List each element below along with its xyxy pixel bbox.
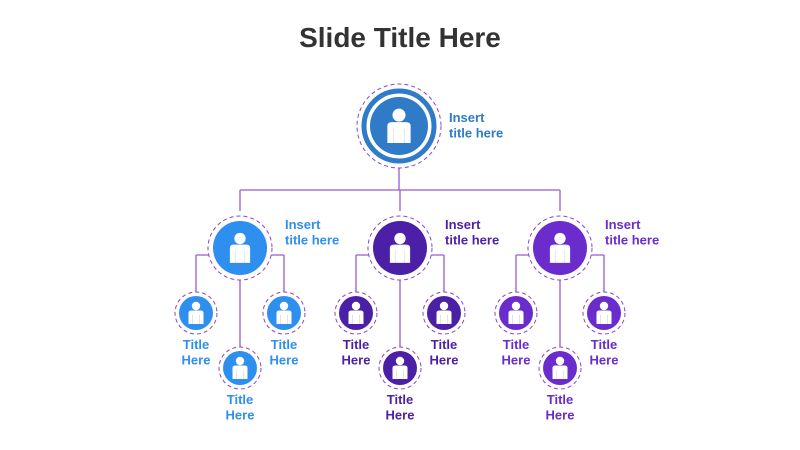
person-head — [395, 356, 405, 366]
person-body — [229, 244, 251, 263]
label-line-1: Title — [387, 392, 414, 407]
person-head — [555, 356, 565, 366]
label-line-2: Here — [342, 353, 371, 368]
person-body — [552, 365, 568, 379]
label-line-2: Here — [226, 408, 255, 423]
person-icon — [549, 232, 571, 263]
label-line-2: Here — [270, 353, 299, 368]
person-head — [554, 232, 566, 245]
label-line-1: Title — [547, 392, 574, 407]
person-icon — [389, 232, 411, 263]
person-head — [392, 108, 406, 122]
label-line-1: Insert — [445, 217, 481, 232]
person-icon — [387, 108, 411, 144]
person-head — [351, 301, 361, 311]
person-icon — [232, 356, 248, 379]
label-line-1: Insert — [605, 217, 641, 232]
person-body — [389, 244, 411, 263]
person-head — [439, 301, 449, 311]
label-line-1: Title — [227, 392, 254, 407]
label-line-2: Here — [502, 353, 531, 368]
person-icon — [348, 301, 364, 324]
label-line-2: Here — [546, 408, 575, 423]
person-body — [387, 122, 411, 144]
person-body — [348, 310, 364, 324]
person-body — [436, 310, 452, 324]
person-body — [232, 365, 248, 379]
person-icon — [229, 232, 251, 263]
label-line-1: Insert — [449, 110, 485, 125]
label-line-2: Here — [182, 353, 211, 368]
person-body — [188, 310, 204, 324]
label-line-2: Here — [430, 353, 459, 368]
person-head — [235, 356, 245, 366]
label-line-1: Insert — [285, 217, 321, 232]
person-head — [279, 301, 289, 311]
person-head — [191, 301, 201, 311]
person-head — [234, 232, 246, 245]
label-line-1: Title — [503, 337, 530, 352]
person-icon — [392, 356, 408, 379]
person-head — [599, 301, 609, 311]
label-line-1: Title — [591, 337, 618, 352]
person-icon — [436, 301, 452, 324]
label-line-1: Title — [343, 337, 370, 352]
label-line-2: Here — [386, 408, 415, 423]
person-body — [549, 244, 571, 263]
label-line-2: title here — [445, 233, 499, 248]
label-line-2: title here — [449, 126, 503, 141]
person-icon — [552, 356, 568, 379]
person-head — [511, 301, 521, 311]
person-head — [394, 232, 406, 245]
label-line-1: Title — [431, 337, 458, 352]
person-icon — [508, 301, 524, 324]
label-line-1: Title — [271, 337, 298, 352]
label-line-2: title here — [605, 233, 659, 248]
label-line-2: title here — [285, 233, 339, 248]
person-body — [276, 310, 292, 324]
person-icon — [596, 301, 612, 324]
person-icon — [276, 301, 292, 324]
person-icon — [188, 301, 204, 324]
label-line-1: Title — [183, 337, 210, 352]
label-line-2: Here — [590, 353, 619, 368]
person-body — [392, 365, 408, 379]
slide-title: Slide Title Here — [299, 22, 501, 53]
person-body — [596, 310, 612, 324]
person-body — [508, 310, 524, 324]
